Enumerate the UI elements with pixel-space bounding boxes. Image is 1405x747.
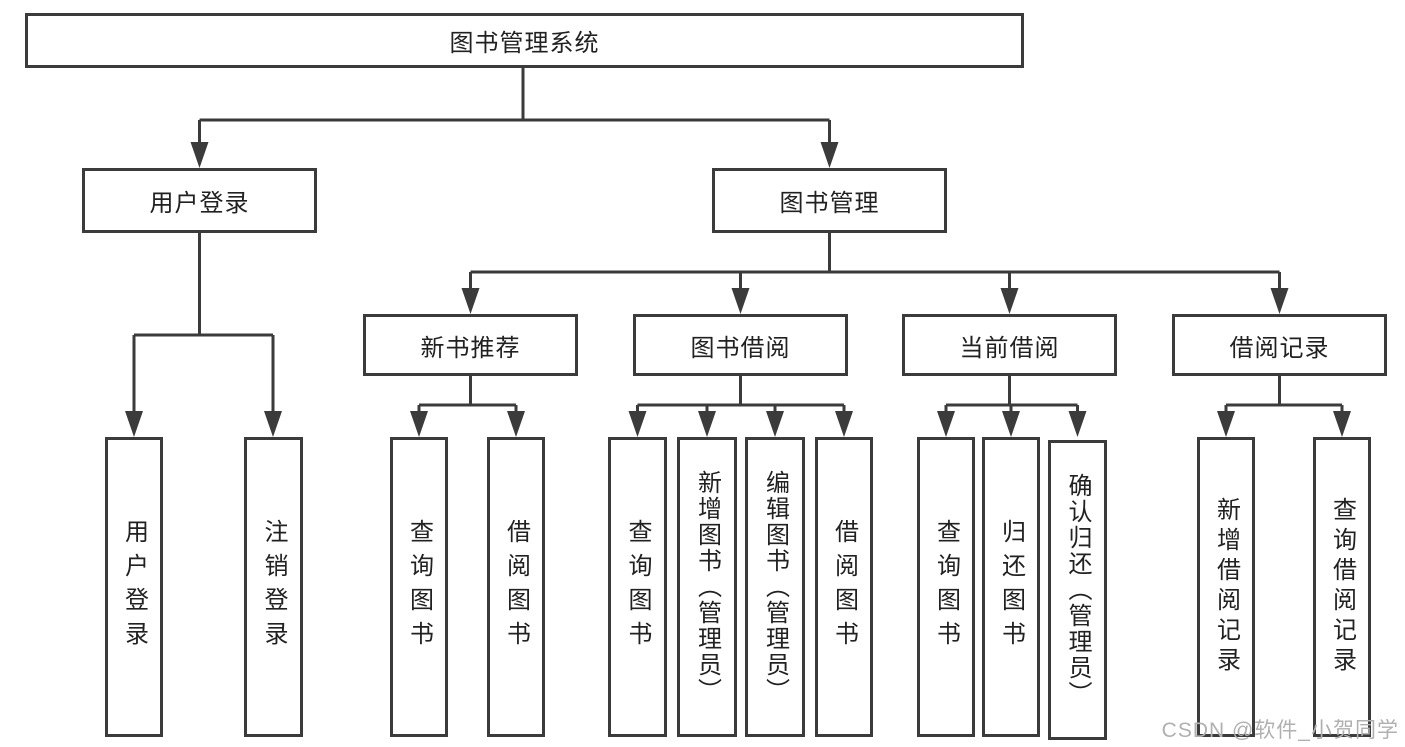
arrowheads-borrow-records: [1217, 411, 1351, 437]
node-user-login-leaf-label: 用户登录: [120, 519, 148, 655]
connector-root-to-level2: [200, 68, 830, 433]
connector-root: [198, 68, 831, 164]
node-add-borrow-record: 新增借阅记录: [1197, 437, 1255, 737]
node-new-book-rec: 新书推荐: [363, 314, 578, 376]
node-logout-leaf-label: 注销登录: [260, 519, 287, 655]
arrowheads-level3: [461, 288, 1289, 314]
node-query-books-borrow-label: 查询图书: [624, 519, 651, 655]
node-return-books: 归还图书: [982, 437, 1040, 737]
node-user-login-leaf: 用户登录: [105, 437, 163, 737]
connector-book-mgmt: [469, 233, 1281, 309]
node-edit-books-admin-label: 编辑图书（管理员）: [761, 470, 789, 704]
node-book-mgmt-label: 图书管理: [779, 190, 880, 217]
node-query-books-current: 查询图书: [917, 437, 975, 737]
node-borrow-books-leaf-label: 借阅图书: [830, 519, 858, 655]
node-current-borrow-label: 当前借阅: [959, 334, 1060, 362]
node-add-borrow-record-label: 新增借阅记录: [1212, 497, 1240, 677]
arrowheads-user-login: [125, 411, 282, 437]
node-query-books-borrow: 查询图书: [608, 437, 667, 737]
node-new-book-rec-label: 新书推荐: [420, 334, 521, 362]
node-return-books-label: 归还图书: [997, 519, 1025, 655]
connector-new-book-rec: [417, 376, 518, 433]
node-borrow-books-leaf: 借阅图书: [815, 437, 873, 737]
node-query-books-current-label: 查询图书: [932, 519, 960, 655]
node-query-borrow-record: 查询借阅记录: [1313, 437, 1371, 737]
csdn-watermark: CSDN @软件_小贺同学: [1161, 719, 1399, 742]
arrowheads-new-book-rec: [410, 411, 525, 437]
node-root: 图书管理系统: [25, 13, 1024, 68]
node-user-login-label: 用户登录: [149, 190, 250, 217]
node-root-label: 图书管理系统: [449, 30, 600, 57]
node-book-mgmt: 图书管理: [712, 168, 947, 233]
node-borrow-records-label: 借阅记录: [1229, 334, 1330, 362]
connector-book-borrow: [636, 376, 846, 433]
node-confirm-return-admin-label: 确认归还（管理员）: [1064, 473, 1091, 707]
node-book-borrow-label: 图书借阅: [690, 334, 791, 362]
node-query-borrow-record-label: 查询借阅记录: [1328, 497, 1356, 677]
node-confirm-return-admin: 确认归还（管理员）: [1048, 440, 1107, 740]
arrowheads-current-borrow: [937, 411, 1087, 437]
node-query-books-rec-label: 查询图书: [405, 519, 433, 655]
node-borrow-books-rec-label: 借阅图书: [502, 519, 530, 655]
node-current-borrow: 当前借阅: [902, 314, 1117, 376]
node-borrow-books-rec: 借阅图书: [487, 437, 545, 737]
node-user-login: 用户登录: [82, 168, 317, 233]
node-edit-books-admin: 编辑图书（管理员）: [745, 437, 805, 737]
node-borrow-records: 借阅记录: [1172, 314, 1387, 376]
node-query-books-rec: 查询图书: [390, 437, 448, 737]
node-add-books-admin-label: 新增图书（管理员）: [693, 470, 721, 704]
connector-borrow-records: [1224, 376, 1344, 433]
arrowheads-book-borrow: [628, 411, 853, 437]
node-add-books-admin: 新增图书（管理员）: [677, 437, 737, 737]
arrowheads-level2: [190, 142, 839, 168]
connector-user-login: [132, 233, 275, 433]
node-logout-leaf: 注销登录: [244, 437, 303, 737]
node-book-borrow: 图书借阅: [633, 314, 848, 376]
